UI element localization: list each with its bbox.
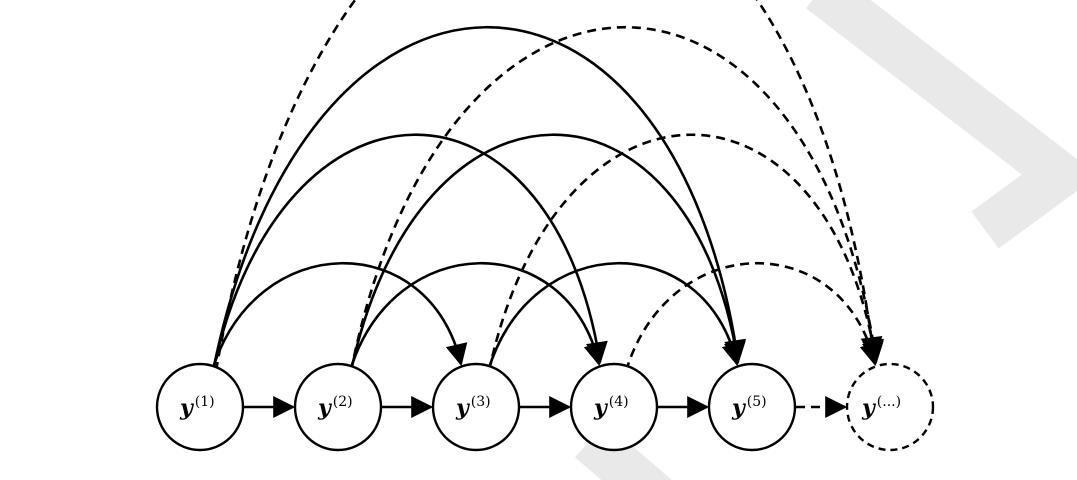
node-symbol: y xyxy=(593,395,609,421)
node-superscript: (...) xyxy=(877,394,901,410)
node-superscript: (5) xyxy=(747,394,767,410)
node-superscript: (3) xyxy=(471,394,491,410)
node-n6: y(...) xyxy=(845,362,935,452)
edge-n4-to-n6 xyxy=(624,261,882,372)
edge-n1-to-n6 xyxy=(214,0,883,372)
node-circle xyxy=(845,362,935,452)
edges xyxy=(210,0,884,418)
node-circle xyxy=(155,362,245,452)
edge-n2-to-n5 xyxy=(349,133,746,372)
edge-n3-to-n5 xyxy=(486,261,744,372)
node-superscript: (4) xyxy=(609,394,629,410)
watermark-stroke-bottom xyxy=(575,422,673,480)
node-label: y(5) xyxy=(731,394,767,421)
node-symbol: y xyxy=(179,395,195,421)
node-n1: y(1) xyxy=(155,362,245,452)
node-n5: y(5) xyxy=(707,362,797,452)
node-superscript: (2) xyxy=(333,394,353,410)
node-label: y(4) xyxy=(593,394,629,421)
node-label: y(2) xyxy=(317,394,353,421)
edge-n3-to-n6 xyxy=(487,133,884,372)
node-circle xyxy=(431,362,521,452)
watermark-stroke-right xyxy=(805,0,1077,249)
nodes: y(1)y(2)y(3)y(4)y(5)y(...) xyxy=(155,362,935,452)
node-circle xyxy=(293,362,383,452)
node-symbol: y xyxy=(317,395,333,421)
watermark xyxy=(575,0,1077,480)
edge-n1-to-n5 xyxy=(211,25,746,372)
edge-n2-to-n4 xyxy=(348,261,606,372)
node-n3: y(3) xyxy=(431,362,521,452)
node-superscript: (1) xyxy=(195,394,215,410)
node-label: y(...) xyxy=(861,394,901,421)
node-label: y(3) xyxy=(455,394,491,421)
edge-n1-to-n3 xyxy=(210,261,468,372)
node-circle xyxy=(707,362,797,452)
edge-n2-to-n6 xyxy=(349,25,884,372)
node-circle xyxy=(569,362,659,452)
edge-n1-to-n4 xyxy=(211,133,608,372)
node-label: y(1) xyxy=(179,394,215,421)
node-symbol: y xyxy=(731,395,747,421)
node-symbol: y xyxy=(455,395,471,421)
node-n4: y(4) xyxy=(569,362,659,452)
node-n2: y(2) xyxy=(293,362,383,452)
node-symbol: y xyxy=(861,395,877,421)
